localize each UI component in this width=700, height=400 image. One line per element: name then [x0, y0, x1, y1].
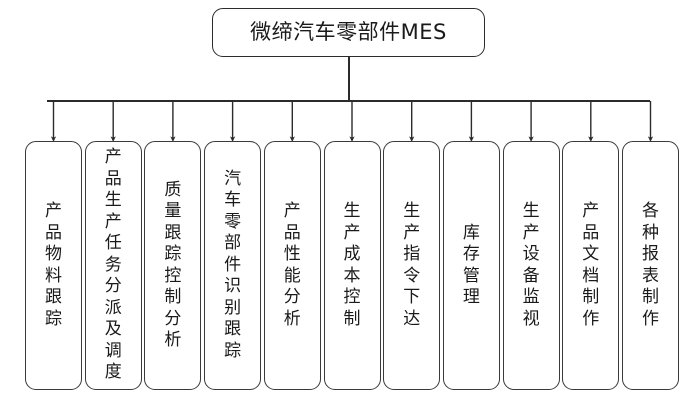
leaf-node-label: 产品生产任务分派及调度	[104, 147, 122, 383]
leaf-node-7[interactable]: 生产指令下达	[383, 141, 441, 390]
leaf-node-5[interactable]: 产品性能分析	[263, 141, 321, 390]
leaf-node-1[interactable]: 产品物料跟踪	[25, 141, 82, 390]
root-node[interactable]: 微缔汽车零部件MES	[212, 8, 485, 57]
leaf-node-10[interactable]: 产品文档制作	[562, 141, 620, 390]
leaf-node-9[interactable]: 生产设备监视	[502, 141, 560, 390]
leaf-node-8[interactable]: 库存管理	[442, 141, 500, 390]
leaf-node-label: 产品性能分析	[283, 201, 301, 329]
leaf-node-4[interactable]: 汽车零部件识别跟踪	[204, 141, 262, 390]
leaf-node-2[interactable]: 产品生产任务分派及调度	[84, 141, 142, 390]
leaf-node-label: 库存管理	[462, 222, 480, 308]
root-node-label: 微缔汽车零部件MES	[250, 20, 447, 44]
leaf-node-11[interactable]: 各种报表制作	[622, 141, 679, 390]
leaf-node-label: 汽车零部件识别跟踪	[224, 168, 242, 361]
leaf-node-label: 产品物料跟踪	[45, 201, 62, 329]
leaf-node-6[interactable]: 生产成本控制	[323, 141, 381, 390]
leaf-node-label: 产品文档制作	[582, 201, 600, 329]
leaf-node-label: 生产设备监视	[522, 201, 540, 329]
leaf-node-label: 生产指令下达	[403, 201, 421, 329]
leaf-node-label: 各种报表制作	[642, 201, 659, 329]
leaf-node-label: 生产成本控制	[343, 201, 361, 329]
leaf-node-3[interactable]: 质量跟踪控制分析	[144, 141, 202, 390]
leaf-node-label: 质量跟踪控制分析	[164, 179, 182, 351]
